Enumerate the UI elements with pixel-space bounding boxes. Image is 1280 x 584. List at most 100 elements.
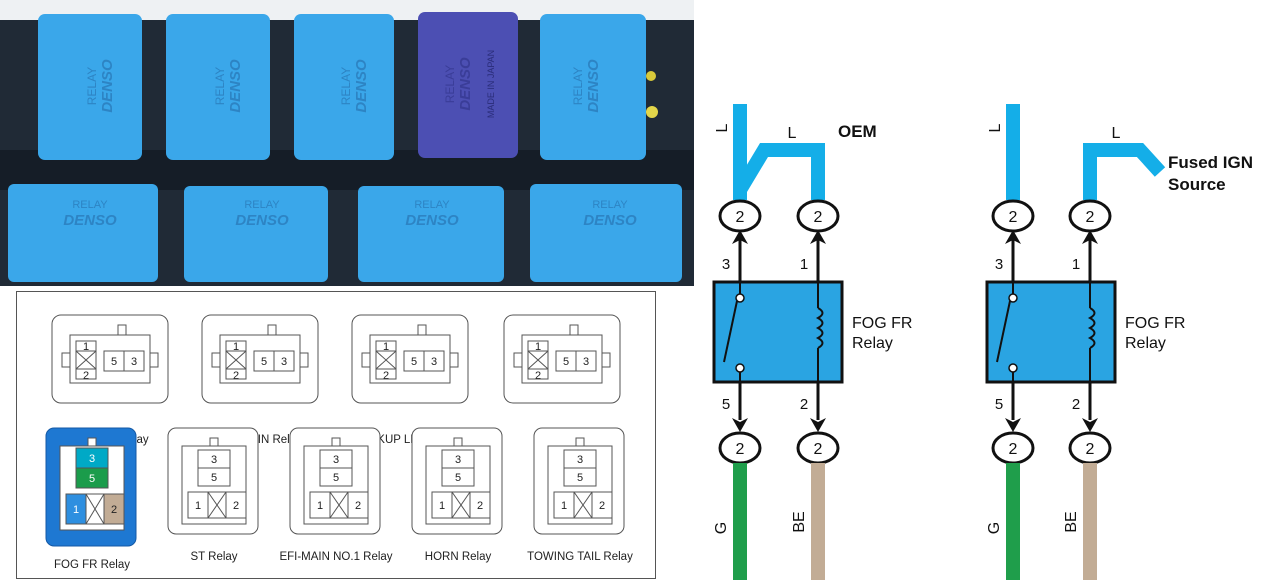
top-relay-3-brand: DENSO: [353, 59, 370, 113]
switch-contact-bottom: [735, 363, 745, 373]
bottom-relay-2-type: RELAY: [244, 199, 280, 211]
arrow-up-right: [810, 230, 826, 244]
connector-number: 2: [1086, 441, 1095, 458]
pin-label: 3: [211, 454, 217, 466]
bottom-relay-2: RELAY DENSO: [184, 186, 328, 282]
schematic-oem: L L OEM 2 2 3 1 FOG FR: [712, 104, 912, 580]
card-tab: [267, 324, 277, 336]
pin-label: 5: [563, 356, 569, 368]
photo-yellow-dot: [646, 71, 656, 81]
top-relay-5-brand: DENSO: [585, 59, 602, 113]
pinout-card-af-htr: 1 2 5 3 A/F HTR Relay: [51, 314, 169, 446]
schematic-caption-line1: Fused IGN: [1168, 153, 1253, 172]
top-relay-1-type: RELAY: [85, 67, 99, 105]
pin-label: 1: [233, 341, 239, 353]
wire-right-top: [1083, 143, 1166, 200]
bottom-relay-1-brand: DENSO: [63, 212, 117, 229]
relay-pinout-chart: 1 2 5 3 A/F HTR Relay 1 2 5 3 IG2-MAIN R…: [16, 291, 656, 579]
pin-label: 2: [233, 370, 239, 382]
card-side-left: [211, 352, 221, 368]
wire-right-top: [733, 143, 825, 200]
relay-label: TOWING TAIL Relay: [527, 551, 633, 563]
schematic-caption-line2: Source: [1168, 175, 1226, 194]
pinout-card-towing-tail: 3 5 1 2 TOWING TAIL Relay: [527, 427, 633, 563]
top-relay-1-body: [38, 14, 142, 160]
card-side-left: [61, 352, 71, 368]
switch-arm: [723, 300, 738, 363]
top-relay-4-body: [418, 12, 518, 158]
pinout-card-fog-fr: 3 5 1 2 FOG FR Relay: [45, 427, 137, 571]
pin-number: 2: [1072, 396, 1080, 413]
bottom-relay-4-type: RELAY: [592, 199, 628, 211]
pinout-card-efi-main: 3 5 1 2 EFI-MAIN NO.1 Relay: [279, 427, 393, 563]
bottom-relay-3-body: [358, 186, 504, 282]
card-tab: [575, 437, 585, 447]
pin-label: 3: [131, 356, 137, 368]
connector-number: 2: [1009, 441, 1018, 458]
pin-cell: [469, 491, 491, 519]
pin-label: 2: [383, 370, 389, 382]
pin-2-cell: [103, 493, 125, 525]
arrow-down-left: [732, 418, 748, 432]
pin-label: 1: [83, 341, 89, 353]
wire-color-left: L: [987, 123, 1004, 132]
arrow-down-left: [1005, 418, 1021, 432]
coil-icon: [1087, 307, 1096, 349]
card-pin-cell: [123, 350, 145, 372]
wire-color-tan: BE: [791, 511, 808, 532]
pin-cell: [591, 491, 613, 519]
top-relay-1: RELAY DENSO: [38, 14, 142, 160]
card-tab: [209, 437, 219, 447]
pin-cell: [197, 467, 231, 487]
pin-label: 1: [535, 341, 541, 353]
pin-label: 5: [111, 356, 117, 368]
bottom-relay-1-body: [8, 184, 158, 282]
pin-label: 5: [411, 356, 417, 368]
arrow-up-right: [1082, 230, 1098, 244]
relay-name: FOG FR: [852, 315, 912, 332]
top-relay-4-made-in: MADE IN JAPAN: [486, 50, 496, 118]
connector-number: 2: [814, 209, 823, 226]
pin-label: 3: [431, 356, 437, 368]
connector-number: 2: [736, 209, 745, 226]
pin-label: 2: [111, 504, 117, 516]
pin-label: 2: [83, 370, 89, 382]
pin-label: 3: [89, 453, 95, 465]
card-cross-b: [207, 491, 227, 519]
pin-cell: [441, 467, 475, 487]
pin-label: 2: [355, 500, 361, 512]
relay-label: FOG FR Relay: [54, 559, 130, 571]
pinout-card-star1: 1 2 5 3 *1: [503, 314, 621, 446]
pin-label: 1: [73, 504, 79, 516]
pin-label: 1: [561, 500, 567, 512]
card-cross-b: [451, 491, 471, 519]
schematic-fused-ign: L L Fused IGN Source 2 2 3 1 FOG FR Re: [985, 104, 1253, 580]
top-relay-1-brand: DENSO: [99, 59, 116, 113]
connector-number: 2: [1009, 209, 1018, 226]
top-relay-4-type: RELAY: [443, 65, 457, 103]
pin-label: 1: [383, 341, 389, 353]
pin-number: 5: [722, 396, 730, 413]
relay-label: ST Relay: [190, 551, 237, 563]
pin-cell: [225, 491, 247, 519]
bottom-relay-3-brand: DENSO: [405, 212, 459, 229]
pin-label: 3: [583, 356, 589, 368]
card-cross-b: [85, 493, 105, 525]
relay-label: HORN Relay: [425, 551, 492, 563]
pin-cell: [347, 491, 369, 519]
arrow-up-left: [732, 230, 748, 244]
bottom-relay-3-type: RELAY: [414, 199, 450, 211]
card-tab: [87, 437, 97, 447]
connector-number: 2: [814, 441, 823, 458]
switch-contact-bottom: [1008, 363, 1018, 373]
pinout-card-ig2-main: 1 2 5 3 IG2-MAIN Relay: [201, 314, 319, 446]
relay-wiring-schematics: L L OEM 2 2 3 1 FOG FR: [712, 104, 1253, 580]
pin-label: 5: [455, 472, 461, 484]
schematic-caption: OEM: [838, 122, 877, 141]
pin-label: 5: [89, 473, 95, 485]
card-side-right: [149, 352, 159, 368]
top-relay-4-brand: DENSO: [457, 57, 474, 111]
top-relay-2: RELAY DENSO: [166, 14, 270, 160]
pin-label: 3: [455, 454, 461, 466]
